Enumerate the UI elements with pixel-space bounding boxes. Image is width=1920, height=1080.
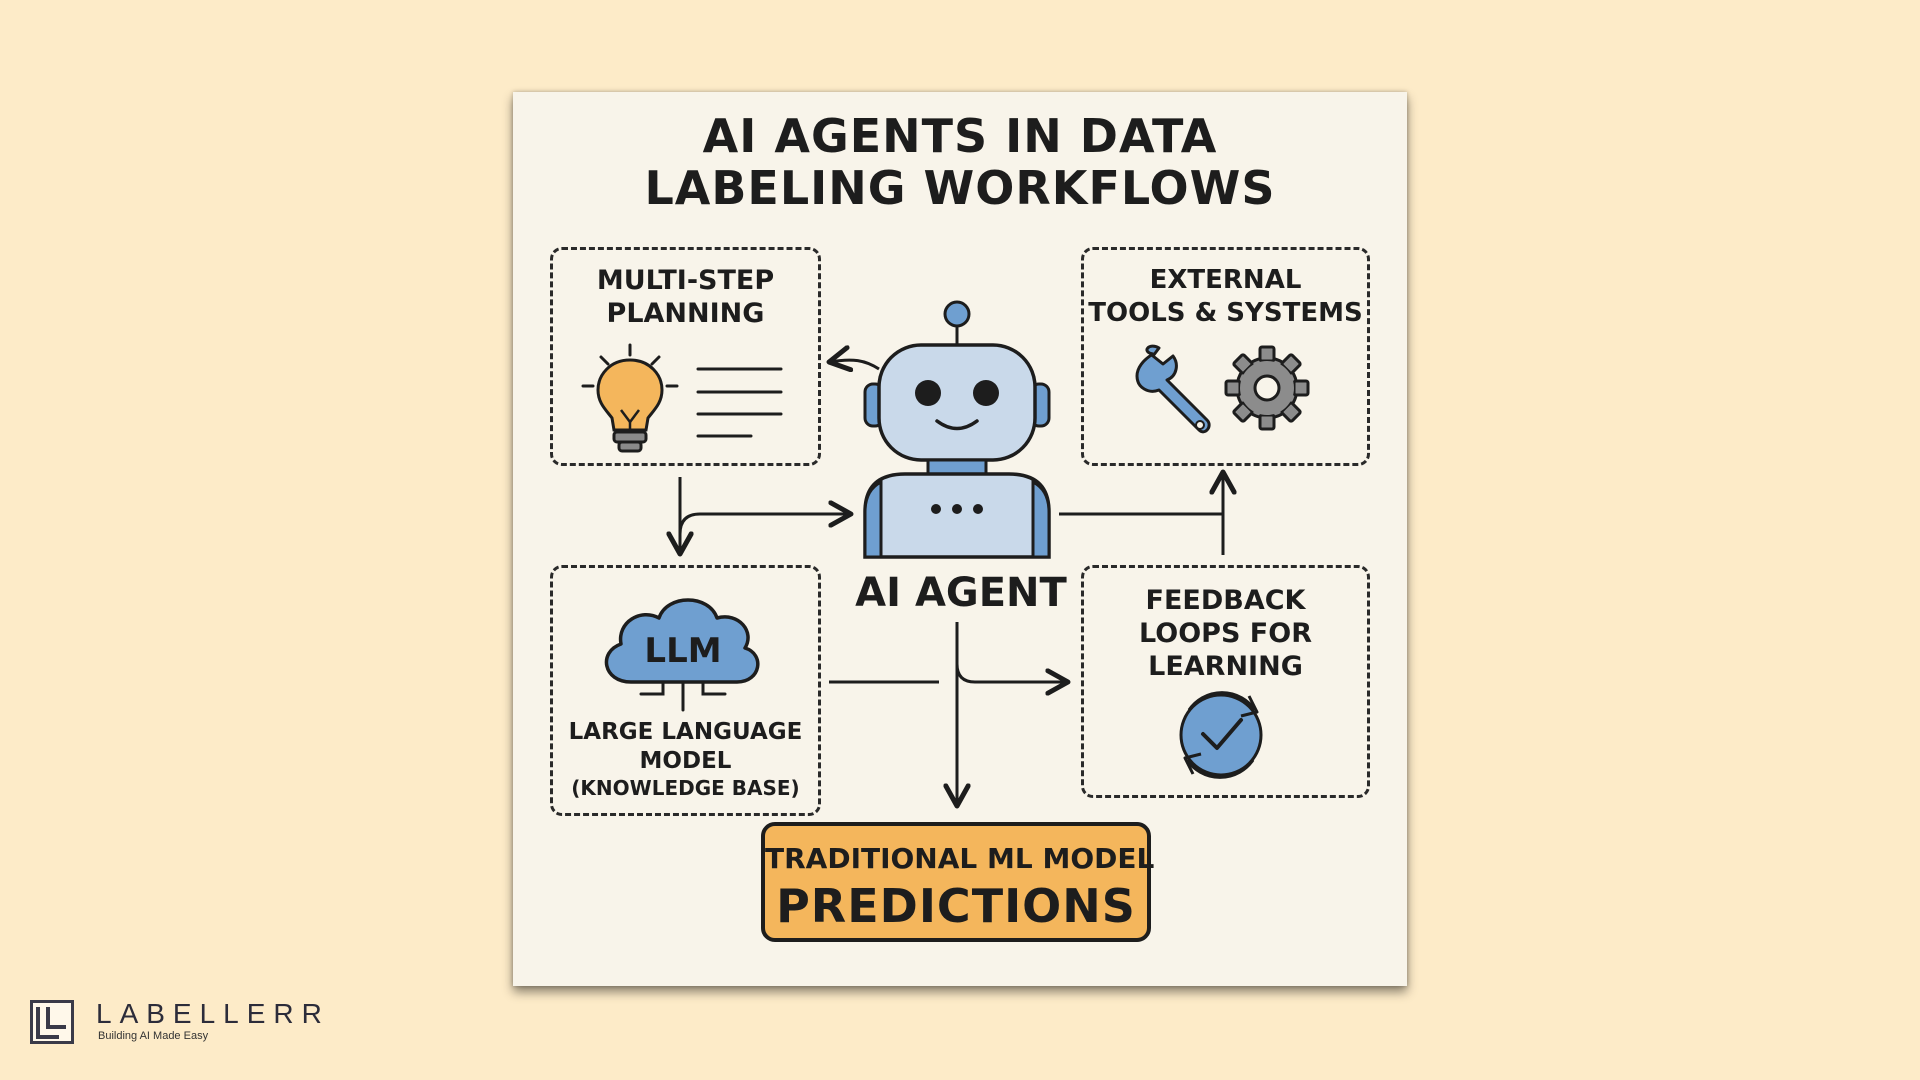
feedback-label-3: LEARNING: [1148, 651, 1303, 682]
planning-label-2: PLANNING: [606, 298, 765, 329]
llm-label-3: (KNOWLEDGE BASE): [571, 776, 800, 800]
diagram-graphics: LLM: [581, 300, 1310, 986]
brand-name: LABELLERR: [96, 998, 330, 1029]
wrench-gear-icon: [1135, 344, 1310, 434]
planning-label-1: MULTI-STEP: [596, 265, 775, 296]
llm-box: LARGE LANGUAGE MODEL (KNOWLEDGE BASE): [550, 565, 821, 816]
predictions-box: TRADITIONAL ML MODEL PREDICTIONS: [761, 822, 1155, 942]
title-line-2: LABELING WORKFLOWS: [644, 161, 1276, 215]
llm-label-1: LARGE LANGUAGE: [568, 719, 803, 745]
planning-box: MULTI-STEP PLANNING: [550, 247, 821, 466]
diagram-card: AI AGENTS IN DATA LABELING WORKFLOWS MUL…: [513, 92, 1407, 986]
cloud-icon: [604, 598, 760, 712]
lightbulb-icon: [581, 343, 679, 453]
robot-icon: [863, 300, 1051, 559]
brand-tagline: Building AI Made Easy: [98, 1030, 209, 1042]
title-line-1: AI AGENTS IN DATA: [702, 109, 1218, 163]
predictions-line-2: PREDICTIONS: [776, 879, 1136, 933]
arrow-robot-to-tools: [1059, 472, 1223, 555]
tools-box: EXTERNAL TOOLS & SYSTEMS: [1081, 247, 1370, 466]
brand-logo: LABELLERR Building AI Made Easy: [30, 998, 330, 1048]
ai-agent-label: AI AGENT: [855, 570, 1067, 616]
arrow-into-robot: [678, 514, 851, 535]
arrow-to-feedback: [829, 663, 1068, 682]
tools-label-2: TOOLS & SYSTEMS: [1088, 298, 1363, 328]
feedback-label-1: FEEDBACK: [1145, 585, 1306, 616]
tools-label-1: EXTERNAL: [1149, 265, 1302, 295]
llm-cloud-text: LLM: [644, 631, 721, 671]
diagram-title: AI AGENTS IN DATA LABELING WORKFLOWS: [513, 110, 1407, 214]
llm-label-2: MODEL: [639, 748, 732, 774]
feedback-label-2: LOOPS FOR: [1139, 618, 1312, 649]
predictions-line-1: TRADITIONAL ML MODEL: [765, 842, 1155, 875]
feedback-box: FEEDBACK LOOPS FOR LEARNING: [1081, 565, 1370, 798]
arrow-robot-to-planning: [829, 360, 880, 369]
refresh-check-icon: [1179, 691, 1263, 779]
labellerr-logo-icon: [30, 1000, 74, 1044]
list-lines-icon: [696, 367, 783, 438]
